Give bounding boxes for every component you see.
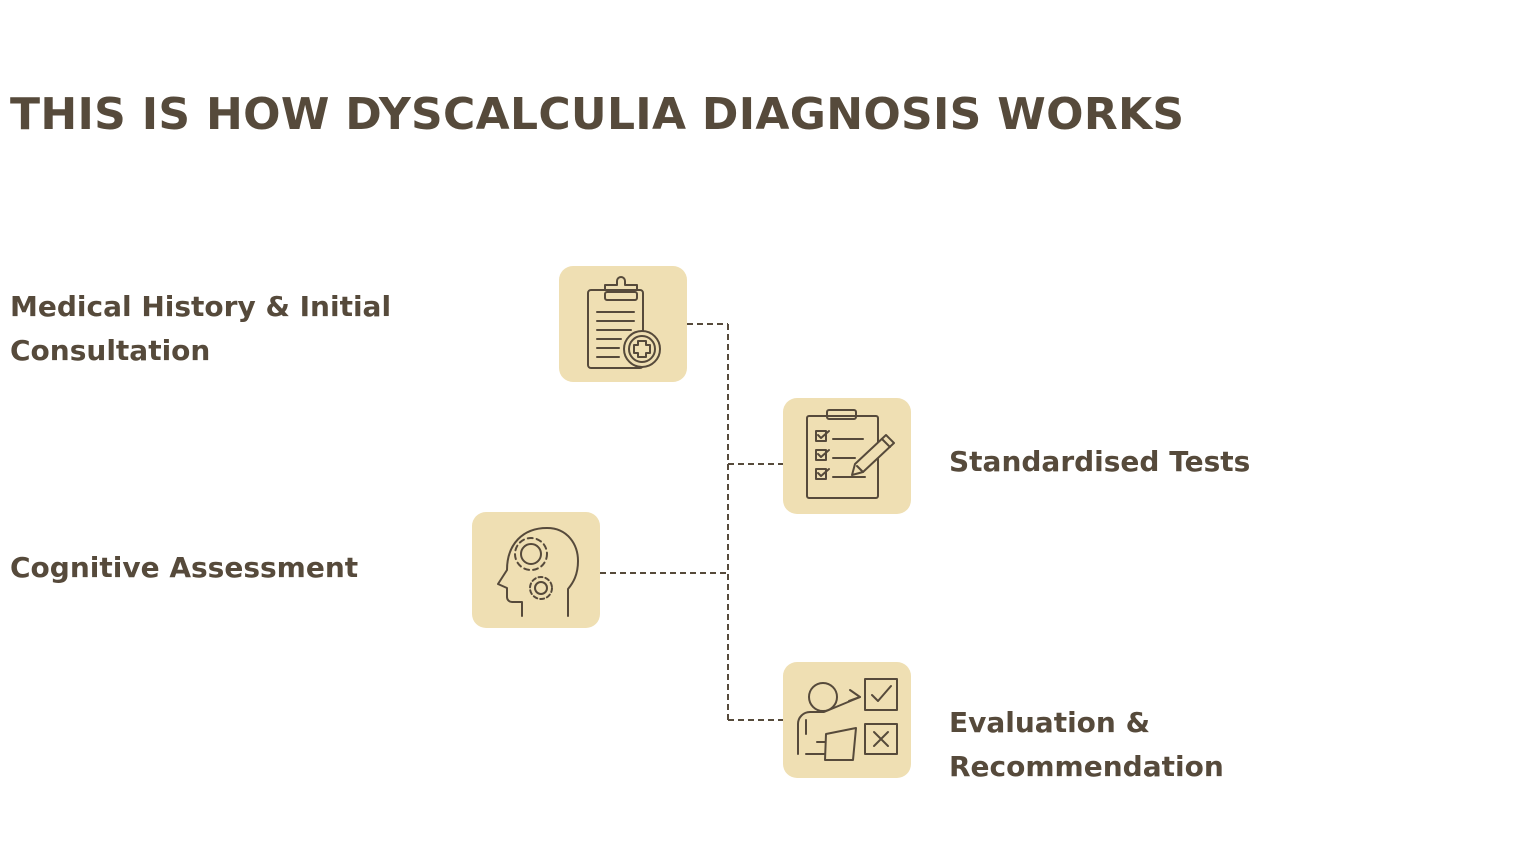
step-label-cognitive-assessment: Cognitive Assessment: [10, 546, 358, 590]
clipboard-medical-icon: [587, 276, 661, 369]
checklist-pencil-icon: [806, 409, 895, 499]
step-label-medical-history: Medical History & Initial Consultation: [10, 285, 391, 373]
step-label-standardised-tests: Standardised Tests: [949, 440, 1250, 484]
page-title: THIS IS HOW DYSCALCULIA DIAGNOSIS WORKS: [10, 89, 1185, 140]
step-label-line: Consultation: [10, 334, 211, 367]
step-label-line: Evaluation &: [949, 706, 1151, 739]
step-icon-box-evaluation: [783, 662, 911, 778]
teacher-board-icon: [797, 678, 898, 761]
step-label-evaluation: Evaluation & Recommendation: [949, 701, 1224, 789]
step-icon-box-medical-history: [559, 266, 687, 382]
step-icon-box-cognitive-assessment: [472, 512, 600, 628]
step-label-line: Medical History & Initial: [10, 290, 392, 323]
step-icon-box-standardised-tests: [783, 398, 911, 514]
step-label-line: Recommendation: [949, 750, 1224, 783]
head-gears-icon: [497, 527, 579, 617]
step-label-line: Cognitive Assessment: [10, 551, 359, 584]
step-label-line: Standardised Tests: [949, 445, 1251, 478]
